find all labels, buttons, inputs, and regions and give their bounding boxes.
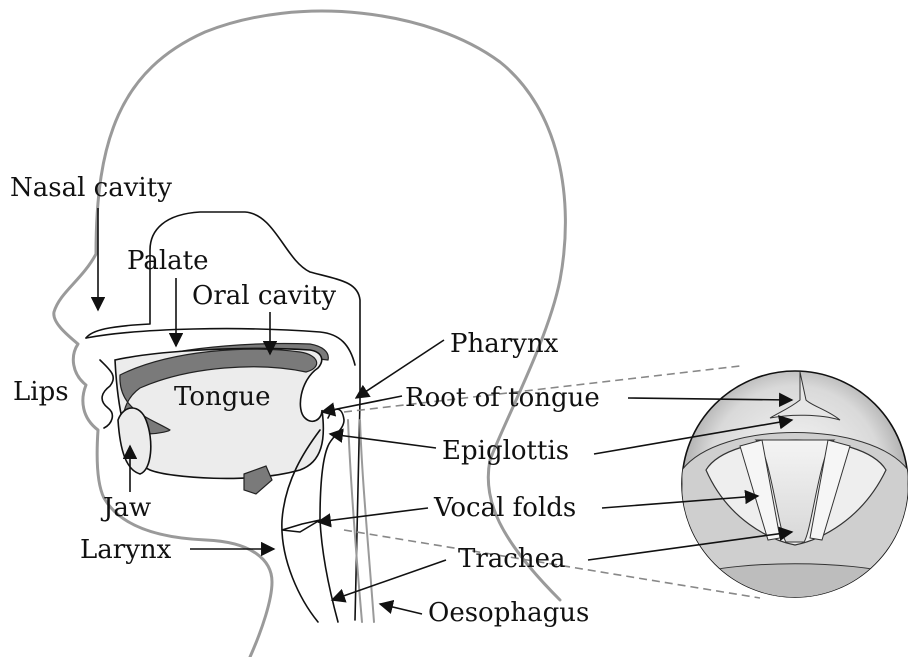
larynx-inset bbox=[682, 371, 908, 600]
label-vocal-folds: Vocal folds bbox=[433, 493, 576, 523]
label-jaw: Jaw bbox=[100, 493, 151, 523]
label-root-of-tongue: Root of tongue bbox=[405, 383, 600, 413]
arrow-vocal-folds bbox=[318, 508, 428, 522]
label-tongue: Tongue bbox=[174, 382, 271, 412]
label-larynx: Larynx bbox=[80, 535, 172, 565]
arrow-oesophagus bbox=[380, 604, 422, 614]
vocal-fold bbox=[282, 520, 320, 532]
lips bbox=[100, 360, 113, 428]
arrow-epiglottis bbox=[330, 434, 436, 448]
label-lips: Lips bbox=[13, 377, 69, 407]
jaw bbox=[118, 408, 151, 474]
arrow-trachea bbox=[332, 560, 446, 600]
oesophagus-outline bbox=[348, 420, 374, 622]
label-oral-cavity: Oral cavity bbox=[192, 281, 336, 311]
label-oesophagus: Oesophagus bbox=[428, 598, 589, 628]
label-trachea: Trachea bbox=[458, 544, 565, 574]
label-epiglottis: Epiglottis bbox=[442, 436, 569, 466]
label-nasal-cavity: Nasal cavity bbox=[10, 173, 172, 203]
label-palate: Palate bbox=[127, 246, 208, 276]
trachea-outline bbox=[320, 520, 338, 622]
label-pharynx: Pharynx bbox=[450, 329, 559, 359]
